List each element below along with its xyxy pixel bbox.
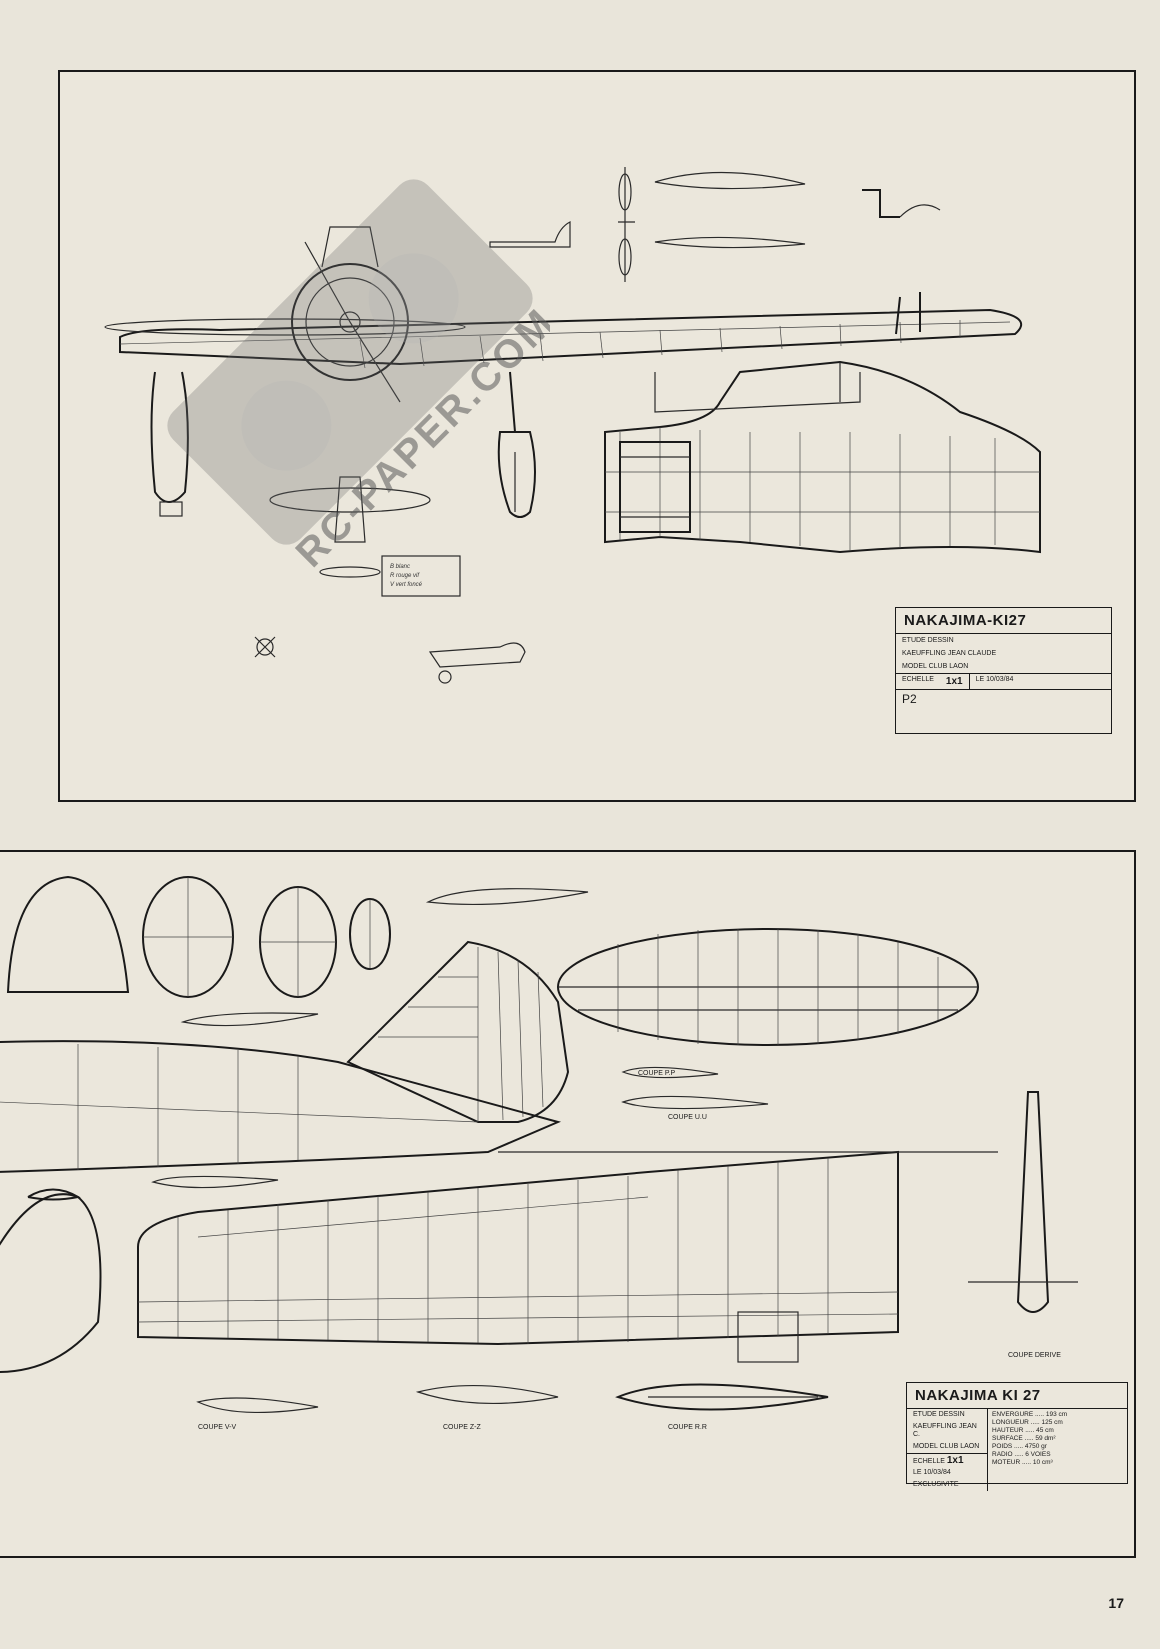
- credit-line: MODEL CLUB LAON: [913, 1443, 980, 1450]
- section-label: COUPE V-V: [198, 1424, 237, 1431]
- scale-label: ECHELLE: [902, 676, 934, 683]
- spec-row: ENVERGURE ..... 193 cm: [992, 1411, 1068, 1418]
- credit-line: KAEUFFLING JEAN C.: [913, 1423, 977, 1438]
- svg-text:B blanc: B blanc: [390, 564, 410, 570]
- sheet-number: P2: [902, 692, 917, 706]
- spec-row: HAUTEUR ..... 45 cm: [992, 1427, 1054, 1434]
- plan-title: NAKAJIMA-KI27: [896, 608, 1111, 634]
- spec-row: POIDS ..... 4750 gr: [992, 1443, 1047, 1450]
- section-label: COUPE U.U: [668, 1114, 707, 1121]
- credit-line: ETUDE DESSIN: [902, 637, 954, 644]
- page-number: 17: [1108, 1595, 1124, 1611]
- plan-drawing-bottom: [0, 875, 1078, 1414]
- scale-value: 1x1: [940, 674, 970, 689]
- plan-drawing-top: B blanc R rouge vif V vert foncé: [104, 167, 1041, 684]
- plan-date: LE 10/03/84: [913, 1469, 951, 1476]
- scale-label: ECHELLE: [913, 1458, 945, 1465]
- scale-row: ECHELLE 1x1 LE 10/03/84: [896, 673, 1111, 689]
- sheet-row: P2: [896, 689, 1111, 712]
- title-block-bottom: NAKAJIMA KI 27 ETUDE DESSIN KAEUFFLING J…: [906, 1382, 1128, 1491]
- plan-date: LE 10/03/84: [975, 676, 1014, 683]
- spec-list: ENVERGURE ..... 193 cm LONGUEUR ..... 12…: [988, 1409, 1127, 1491]
- spec-row: LONGUEUR ..... 125 cm: [992, 1419, 1063, 1426]
- section-label: COUPE DERIVE: [1008, 1352, 1061, 1359]
- watermark-logo: RC-PAPER.COM: [167, 179, 550, 572]
- plan-sheet-top: B blanc R rouge vif V vert foncé RC-PAPE…: [58, 70, 1136, 802]
- section-label: COUPE P.P: [638, 1070, 676, 1077]
- spec-row: RADIO ..... 6 VOIES: [992, 1451, 1051, 1458]
- credit-line: ETUDE DESSIN: [913, 1411, 965, 1418]
- title-block-top: NAKAJIMA-KI27 ETUDE DESSIN KAEUFFLING JE…: [895, 607, 1112, 734]
- plan-sheet-bottom: COUPE P.P COUPE U.U COUPE V-V COUPE Z-Z …: [0, 850, 1136, 1558]
- exclusive-label: EXCLUSIVITE: [913, 1481, 959, 1488]
- scale-value: 1x1: [946, 1455, 964, 1466]
- section-label: COUPE R.R: [668, 1424, 707, 1431]
- svg-text:R rouge vif: R rouge vif: [390, 573, 420, 579]
- spec-row: SURFACE ..... 59 dm²: [992, 1435, 1056, 1442]
- svg-text:V vert foncé: V vert foncé: [390, 582, 423, 588]
- plan-title: NAKAJIMA KI 27: [907, 1383, 1127, 1409]
- credit-line: MODEL CLUB LAON: [902, 663, 969, 670]
- section-label: COUPE Z-Z: [443, 1424, 481, 1431]
- spec-row: MOTEUR ..... 10 cm³: [992, 1459, 1053, 1466]
- credit-line: KAEUFFLING JEAN CLAUDE: [902, 650, 997, 657]
